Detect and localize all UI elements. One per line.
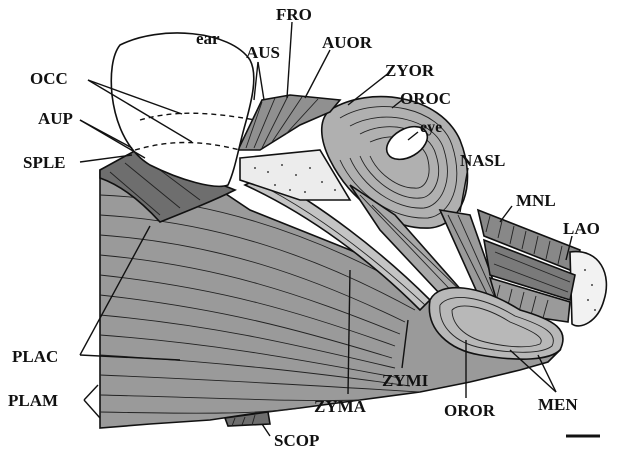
label-oror: OROR <box>444 401 496 420</box>
label-fro: FRO <box>276 5 312 24</box>
label-eye: eye <box>420 119 442 136</box>
label-aup: AUP <box>38 109 73 128</box>
label-nasl: NASL <box>460 151 505 170</box>
label-scop: SCOP <box>274 431 319 450</box>
label-aus: AUS <box>246 43 280 62</box>
label-oroc: OROC <box>400 89 451 108</box>
label-auor: AUOR <box>322 33 373 52</box>
label-mnl: MNL <box>516 191 556 210</box>
orbicularis-oculi <box>322 97 468 228</box>
label-plac: PLAC <box>12 347 58 366</box>
label-zyma: ZYMA <box>314 397 367 416</box>
label-occ: OCC <box>30 69 68 88</box>
label-lao: LAO <box>563 219 600 238</box>
label-men: MEN <box>538 395 578 414</box>
label-zymi: ZYMI <box>382 371 429 390</box>
label-plam: PLAM <box>8 391 58 410</box>
label-ear: ear <box>196 29 220 48</box>
label-zyor: ZYOR <box>385 61 435 80</box>
nose-tip <box>570 252 606 326</box>
label-sple: SPLE <box>23 153 66 172</box>
